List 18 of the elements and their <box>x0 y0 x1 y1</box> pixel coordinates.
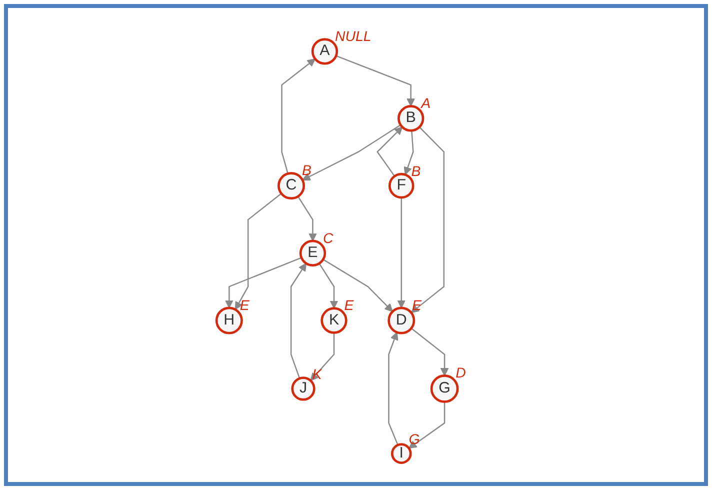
arrow <box>404 130 414 176</box>
arrow <box>302 124 401 180</box>
arrow <box>310 332 335 381</box>
arrow <box>290 262 306 379</box>
arrow <box>234 193 282 310</box>
arrow <box>281 58 316 174</box>
arrow <box>410 328 449 376</box>
arrow <box>410 126 445 314</box>
arrow <box>376 126 403 177</box>
arrow <box>336 55 416 107</box>
arrow <box>297 196 317 242</box>
circle-node: I <box>390 443 412 464</box>
arrow <box>322 258 393 312</box>
arrow <box>408 402 446 449</box>
arrow <box>318 263 338 309</box>
arrow <box>397 198 406 308</box>
arrow <box>388 332 398 446</box>
arrow <box>224 257 302 308</box>
